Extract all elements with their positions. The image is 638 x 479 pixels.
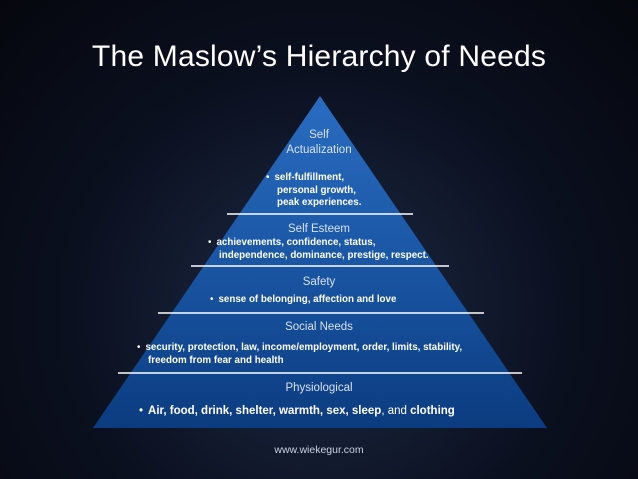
bullet-line: freedom from fear and health — [148, 354, 284, 366]
level-label-line: Actualization — [286, 144, 352, 156]
bullet-self-actualization: • self-fulfillment, personal growth, peak… — [266, 172, 361, 210]
pyramid-shape — [93, 96, 547, 428]
level-label-physiological: Physiological — [285, 382, 353, 394]
bullet-dot: • — [137, 342, 141, 353]
level-label-self-esteem: Self Esteem — [288, 223, 350, 235]
level-label-self-actualization: Self Actualization — [0, 128, 638, 158]
level-label-social-needs: Social Needs — [285, 321, 353, 333]
bullet-line: peak experiences. — [277, 197, 362, 208]
bullet-tail-word: clothing — [410, 405, 455, 417]
bullet-safety: • sense of belonging, affection and love — [210, 294, 396, 307]
level-label-line: Self — [309, 129, 329, 141]
bullet-physiological: • Air, food, drink, shelter, warmth, sex,… — [139, 404, 455, 418]
slide-title: The Maslow’s Hierarchy of Needs — [91, 40, 547, 73]
bullet-dot: • — [266, 172, 270, 183]
bullet-dot: • — [208, 237, 212, 248]
bullet-line: Air, food, drink, shelter, warmth, sex, … — [148, 405, 382, 417]
bullet-and: , and — [381, 405, 411, 417]
bullet-social-needs: • security, protection, law, income/emplo… — [137, 342, 462, 367]
level-label-safety: Safety — [302, 276, 336, 288]
bullet-line: personal growth, — [277, 184, 356, 196]
bullet-line: achievements, confidence, status, — [216, 237, 376, 248]
bullet-line: security, protection, law, income/employ… — [145, 342, 463, 353]
bullet-line: independence, dominance, prestige, respe… — [219, 249, 429, 261]
footer-url: www.wiekegur.com — [274, 444, 364, 456]
bullet-line: sense of belonging, affection and love — [218, 294, 397, 305]
bullet-line: self-fulfillment, — [274, 172, 345, 183]
bullet-dot: • — [210, 294, 214, 305]
bullet-dot: • — [139, 405, 144, 417]
bullet-self-esteem: • achievements, confidence, status, indep… — [208, 237, 429, 262]
